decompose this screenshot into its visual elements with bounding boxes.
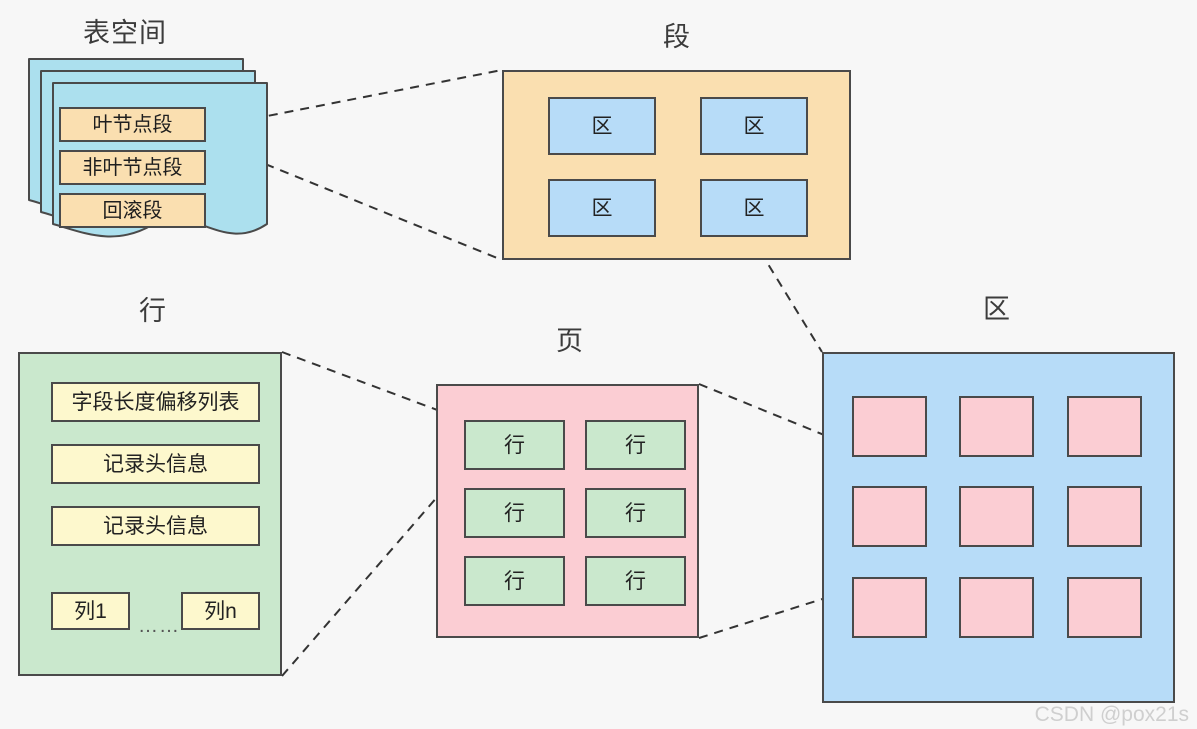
title-segment: 段 bbox=[663, 22, 691, 52]
extent-page-5[interactable] bbox=[1067, 486, 1142, 547]
segment-extent-3[interactable]: 区 bbox=[700, 179, 808, 237]
row-record-header-2[interactable]: 记录头信息 bbox=[51, 506, 260, 546]
extent-page-8[interactable] bbox=[1067, 577, 1142, 638]
page-row-2-label: 行 bbox=[504, 501, 525, 525]
row-record-header-2-label: 记录头信息 bbox=[103, 514, 208, 538]
watermark: CSDN @pox21s bbox=[1034, 703, 1189, 726]
row-panel: 字段长度偏移列表 记录头信息 记录头信息 列1 …… 列n bbox=[18, 352, 282, 676]
segment-extent-0[interactable]: 区 bbox=[548, 97, 656, 155]
row-column-last[interactable]: 列n bbox=[181, 592, 260, 630]
extent-panel bbox=[822, 352, 1175, 703]
row-column-first-label: 列1 bbox=[74, 599, 107, 623]
tablespace-segment-rollback[interactable]: 回滚段 bbox=[59, 193, 206, 228]
title-tablespace: 表空间 bbox=[83, 18, 167, 48]
row-record-header-1[interactable]: 记录头信息 bbox=[51, 444, 260, 484]
extent-page-2[interactable] bbox=[1067, 396, 1142, 457]
extent-page-1[interactable] bbox=[959, 396, 1034, 457]
page-row-4[interactable]: 行 bbox=[464, 556, 565, 606]
row-record-header-1-label: 记录头信息 bbox=[103, 452, 208, 476]
page-panel: 行 行 行 行 行 行 bbox=[436, 384, 699, 638]
segment-panel: 区 区 区 区 bbox=[502, 70, 851, 260]
extent-page-7[interactable] bbox=[959, 577, 1034, 638]
row-field-offset-list[interactable]: 字段长度偏移列表 bbox=[51, 382, 260, 422]
extent-page-3[interactable] bbox=[852, 486, 927, 547]
title-row: 行 bbox=[139, 296, 167, 326]
extent-page-0[interactable] bbox=[852, 396, 927, 457]
segment-extent-1[interactable]: 区 bbox=[700, 97, 808, 155]
page-row-0-label: 行 bbox=[504, 433, 525, 457]
row-columns-ellipsis: …… bbox=[138, 615, 180, 637]
page-row-5[interactable]: 行 bbox=[585, 556, 686, 606]
page-row-2[interactable]: 行 bbox=[464, 488, 565, 538]
segment-extent-3-label: 区 bbox=[743, 196, 765, 220]
segment-extent-2-label: 区 bbox=[591, 196, 613, 220]
page-row-4-label: 行 bbox=[504, 569, 525, 593]
page-row-5-label: 行 bbox=[625, 569, 646, 593]
tablespace-segment-nonleaf-label: 非叶节点段 bbox=[82, 156, 183, 179]
page-row-1[interactable]: 行 bbox=[585, 420, 686, 470]
extent-page-6[interactable] bbox=[852, 577, 927, 638]
row-field-offset-list-label: 字段长度偏移列表 bbox=[71, 390, 240, 414]
row-column-first[interactable]: 列1 bbox=[51, 592, 130, 630]
tablespace-segment-leaf-label: 叶节点段 bbox=[92, 113, 173, 136]
tablespace-segment-rollback-label: 回滚段 bbox=[102, 199, 163, 222]
page-row-3[interactable]: 行 bbox=[585, 488, 686, 538]
row-column-last-label: 列n bbox=[204, 599, 237, 623]
tablespace-segment-leaf[interactable]: 叶节点段 bbox=[59, 107, 206, 142]
segment-extent-2[interactable]: 区 bbox=[548, 179, 656, 237]
segment-extent-0-label: 区 bbox=[591, 114, 613, 138]
tablespace-segment-nonleaf[interactable]: 非叶节点段 bbox=[59, 150, 206, 185]
title-page: 页 bbox=[556, 326, 584, 356]
page-row-0[interactable]: 行 bbox=[464, 420, 565, 470]
title-extent: 区 bbox=[983, 294, 1011, 324]
page-row-3-label: 行 bbox=[625, 501, 646, 525]
extent-page-4[interactable] bbox=[959, 486, 1034, 547]
segment-extent-1-label: 区 bbox=[743, 114, 765, 138]
tablespace-group: 叶节点段 非叶节点段 回滚段 bbox=[14, 58, 274, 258]
page-row-1-label: 行 bbox=[625, 433, 646, 457]
